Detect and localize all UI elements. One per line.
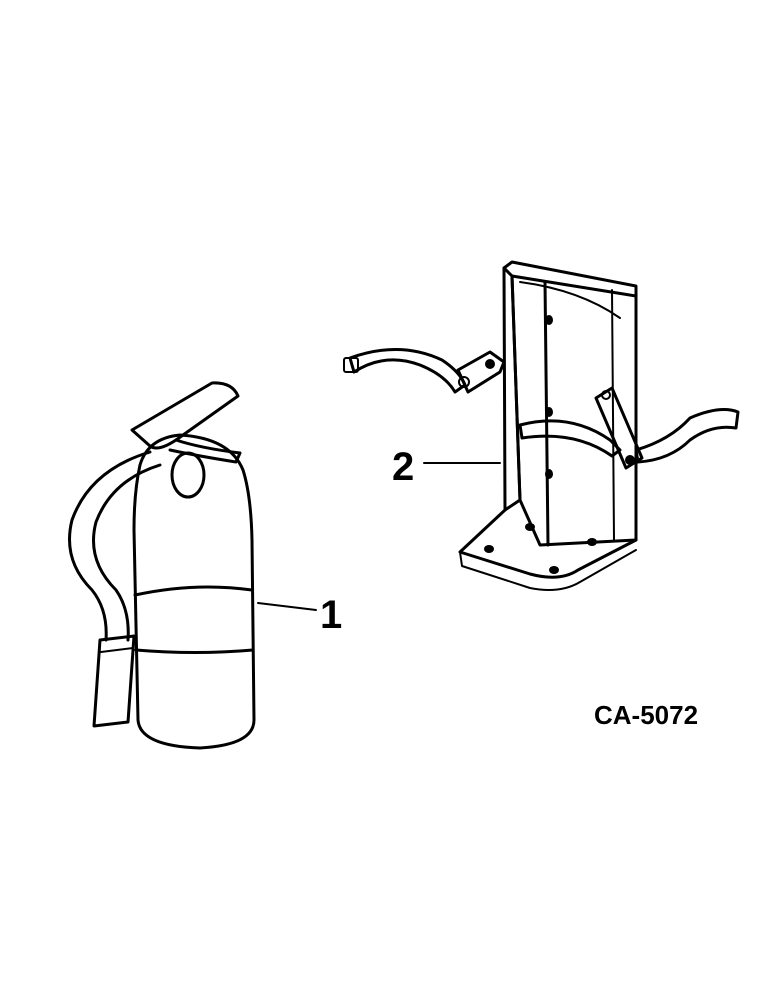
callout-1-leader <box>257 602 317 611</box>
extinguisher-hose-outer <box>68 450 152 642</box>
extinguisher-nozzle <box>92 634 136 728</box>
bracket-upper-clamp-bolt <box>485 359 495 369</box>
extinguisher-handle <box>130 381 240 450</box>
bracket-base-front <box>459 549 637 591</box>
bracket-top-curve <box>519 281 621 319</box>
extinguisher-collar <box>170 451 206 499</box>
callout-2-label: 2 <box>392 445 414 489</box>
bracket-hole-upper <box>545 315 553 325</box>
bracket-hole-middle <box>545 407 553 417</box>
bracket-base-foot <box>458 508 638 579</box>
bracket-upper-clamp <box>456 350 506 394</box>
bracket-upper-strap-tip <box>343 357 359 373</box>
extinguisher-hose-inner <box>92 463 162 642</box>
bracket-base-hole-2 <box>484 545 494 553</box>
extinguisher-label-band-lower <box>134 648 255 654</box>
fire-extinguisher-illustration <box>68 381 256 750</box>
bracket-side-rail <box>611 289 615 541</box>
mounting-bracket-illustration <box>343 260 740 591</box>
callout-1-label: 1 <box>320 593 342 637</box>
extinguisher-nozzle-ring <box>100 647 134 653</box>
bracket-top-edge <box>502 260 638 298</box>
bracket-base-hole-1 <box>525 523 535 531</box>
figure-code: CA-5072 <box>594 700 698 730</box>
bracket-upper-clamp-pivot <box>458 376 470 388</box>
bracket-hole-lower <box>545 469 553 479</box>
bracket-base-hole-4 <box>549 566 559 574</box>
bracket-lower-clamp-pivot <box>601 390 611 400</box>
bracket-lower-strap-right <box>634 408 740 464</box>
bracket-lower-strap <box>518 419 622 458</box>
bracket-lower-clamp-bolt <box>625 455 635 465</box>
extinguisher-label-band <box>133 585 254 597</box>
bracket-upper-strap <box>348 348 467 394</box>
extinguisher-lower-lever <box>168 438 242 464</box>
bracket-base-hole-3 <box>587 538 597 546</box>
